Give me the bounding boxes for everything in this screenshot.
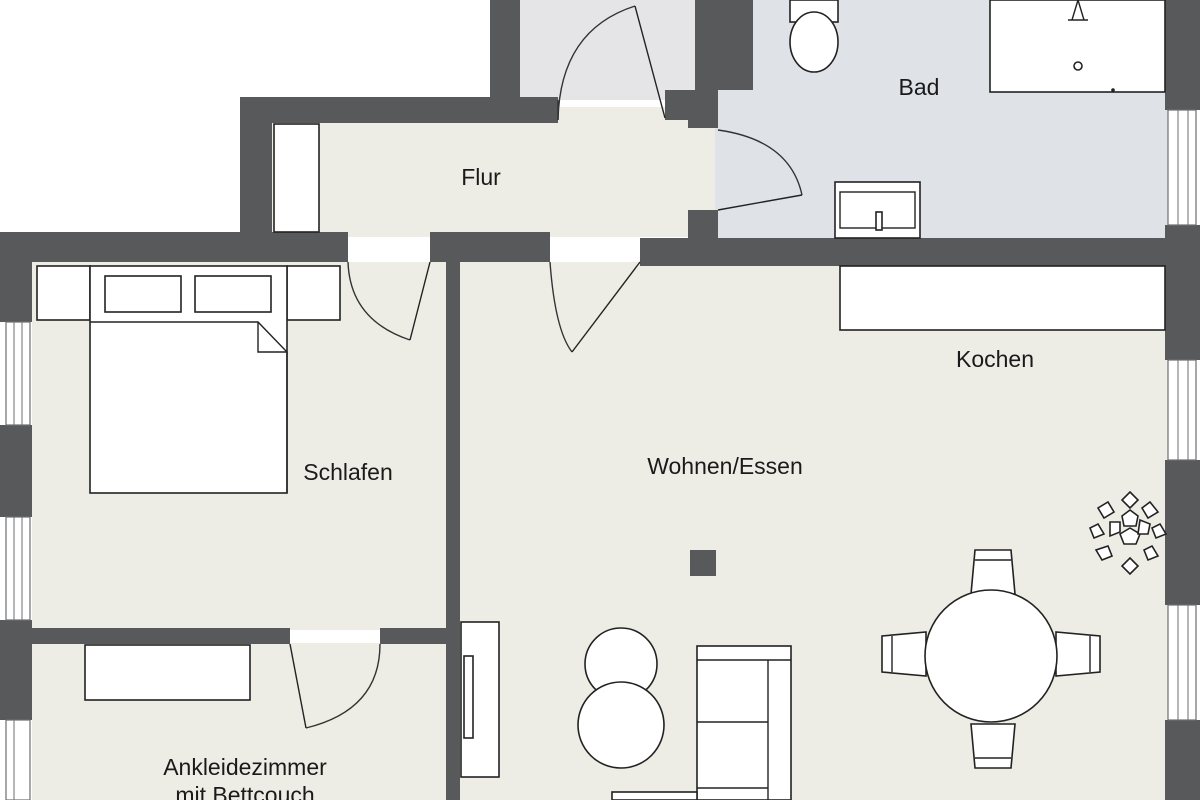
window [5,516,31,621]
wall [32,628,290,644]
room-label-mit-bettcouch: mit Bettcouch [175,782,314,800]
room-label-wohnen-essen: Wohnen/Essen [647,453,803,479]
shower [989,0,1166,93]
dining-table [881,549,1101,769]
wall [1165,460,1200,605]
room-labels: Bad Flur Kochen Schlafen Wohnen/Essen An… [163,74,1034,800]
wall [0,620,32,720]
window [1167,109,1197,226]
wohnen-floor [460,262,1168,800]
sink [834,181,921,239]
window [1167,604,1197,721]
coffee-table [577,681,665,769]
nightstand [286,265,341,321]
wall [640,238,1200,266]
wall [446,262,460,800]
wall [380,628,460,644]
pillow [194,275,272,313]
window [5,321,31,426]
window [5,719,31,800]
wall [1165,720,1200,800]
chair [970,723,1016,769]
wall [430,232,550,262]
tv-sideboard [460,621,500,778]
wall [1165,225,1200,360]
wardrobe [273,123,320,233]
door [347,261,411,341]
chair [1055,631,1101,677]
wall [688,90,718,128]
wall [240,97,272,237]
plant [1088,490,1168,576]
toilet [789,0,839,73]
shelf [84,644,251,701]
windows [5,109,1197,800]
room-label-bad: Bad [899,74,940,100]
wall [490,0,520,100]
chair [970,549,1016,595]
wall [695,0,753,90]
wall [240,97,558,123]
doors [289,5,803,729]
door [305,643,381,729]
chair [881,631,927,677]
wall [1165,0,1200,110]
door [549,261,573,353]
kitchen-counter [839,265,1166,331]
stair-area-floor [520,0,695,100]
wall [0,232,32,322]
bed [36,265,341,494]
flur-floor [272,107,715,237]
wall [0,425,32,517]
window [1167,359,1197,461]
room-label-schlafen: Schlafen [303,459,393,485]
room-label-kochen: Kochen [956,346,1034,372]
nightstand [36,265,91,321]
sofa [611,645,792,800]
door [557,5,636,121]
pillow [104,275,182,313]
door [717,129,803,196]
wall [0,232,348,262]
column [690,550,716,576]
room-label-flur: Flur [461,164,501,190]
room-label-ankleidezimmer: Ankleidezimmer [163,754,327,780]
